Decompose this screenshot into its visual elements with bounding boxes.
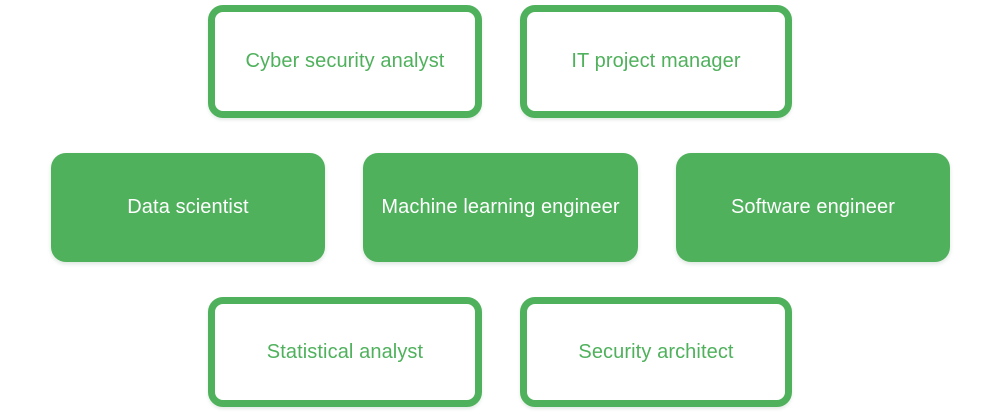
- card-machine-learning-engineer[interactable]: Machine learning engineer: [363, 153, 638, 262]
- card-label: IT project manager: [571, 50, 741, 72]
- card-statistical-analyst[interactable]: Statistical analyst: [208, 297, 482, 407]
- card-label: Data scientist: [127, 196, 249, 218]
- card-label: Machine learning engineer: [381, 196, 620, 218]
- card-it-project-manager[interactable]: IT project manager: [520, 5, 792, 118]
- card-cyber-security-analyst[interactable]: Cyber security analyst: [208, 5, 482, 118]
- card-security-architect[interactable]: Security architect: [520, 297, 792, 407]
- card-software-engineer[interactable]: Software engineer: [676, 153, 950, 262]
- card-data-scientist[interactable]: Data scientist: [51, 153, 325, 262]
- card-label: Software engineer: [730, 196, 896, 218]
- card-label: Statistical analyst: [266, 340, 424, 363]
- card-label: Security architect: [578, 340, 734, 363]
- card-label: Cyber security analyst: [245, 50, 445, 72]
